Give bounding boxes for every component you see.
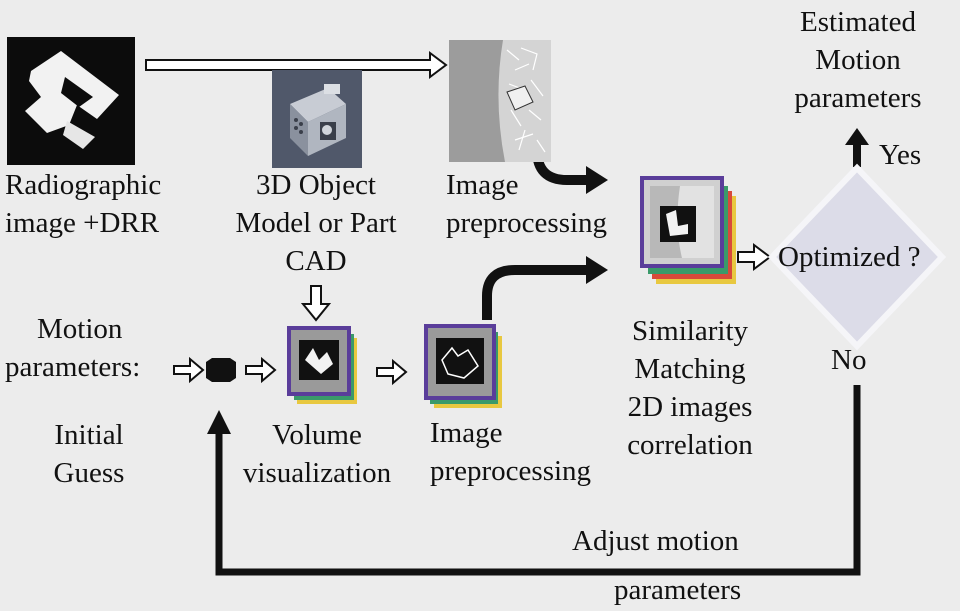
top-preprocessing-label-line2: preprocessing (446, 207, 608, 239)
no-label: No (831, 344, 867, 376)
adjust-motion-label: Adjust motion (572, 525, 739, 557)
similarity-label-line2: Matching (634, 353, 746, 385)
radiographic-label-line1: Radiographic (5, 169, 162, 201)
cad-model-image (272, 70, 362, 168)
decision-diamond (767, 163, 947, 351)
motion-params-line1: Motion (37, 313, 123, 345)
top-preprocessing-label-line1: Image (446, 169, 519, 201)
estimated-label-line1: Estimated (800, 6, 916, 38)
bottom-preprocessing-label-line1: Image (430, 417, 503, 449)
yes-label: Yes (879, 139, 922, 171)
initial-guess-line1: Initial (54, 419, 124, 451)
radiographic-label-line2: image +DRR (5, 207, 160, 239)
preprocessed-radiograph-image (449, 40, 551, 162)
hollow-arrow-hex-to-volume (245, 356, 277, 384)
hollow-arrow-volume-to-preprocessing (376, 358, 408, 386)
initial-guess-hexagon (206, 358, 236, 382)
similarity-image-stack (640, 176, 736, 284)
volume-visualization-stack (287, 326, 357, 404)
bottom-preprocessing-label-line2: preprocessing (430, 455, 592, 487)
motion-params-line2: parameters: (5, 351, 141, 383)
cad-label-line2: Model or Part (235, 207, 397, 239)
similarity-label-line1: Similarity (632, 315, 748, 347)
radiographic-image (7, 37, 135, 165)
cad-label-line1: 3D Object (256, 169, 376, 201)
thick-arrow-bottom-to-similarity (482, 256, 608, 320)
adjust-parameters-label: parameters (614, 574, 742, 606)
volume-label-line2: visualization (242, 457, 392, 489)
feedback-loop-arrow (207, 385, 861, 576)
similarity-label-line4: correlation (627, 429, 753, 461)
hollow-arrow-cad-to-volume (300, 285, 332, 322)
edge-preprocessing-stack (424, 324, 502, 408)
hollow-arrow-radiograph-to-preprocessing (145, 51, 448, 79)
yes-arrow (845, 128, 869, 167)
cad-label-line3: CAD (285, 245, 347, 277)
hollow-arrow-to-optimized (737, 243, 772, 271)
similarity-label-line3: 2D images (627, 391, 753, 423)
optimized-question: Optimized ? (778, 241, 921, 273)
volume-label-line1: Volume (272, 419, 362, 451)
initial-guess-line2: Guess (53, 457, 125, 489)
hollow-arrow-params-to-hex (173, 356, 205, 384)
estimated-label-line2: Motion (815, 44, 901, 76)
estimated-label-line3: parameters (794, 82, 922, 114)
